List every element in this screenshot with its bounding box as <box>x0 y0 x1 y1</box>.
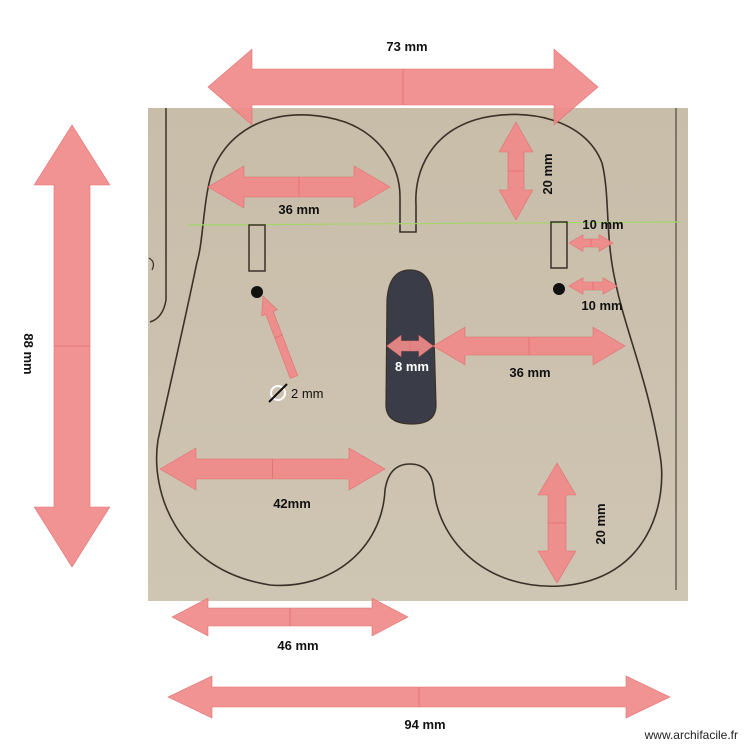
arrow-hole-diameter-seam <box>274 334 283 339</box>
label-hole-offset: 10 mm <box>581 298 622 313</box>
guide-line <box>187 221 681 226</box>
arrow-hole-diameter <box>261 295 299 379</box>
piece-outline <box>155 113 663 587</box>
watermark: www.archifacile.fr <box>644 728 738 742</box>
label-total-width: 94 mm <box>404 717 445 732</box>
label-left-height: 88 mm <box>21 333 36 374</box>
left-edge-notch <box>148 257 155 271</box>
dimension-arrows <box>33 48 671 719</box>
hole-right <box>553 283 565 295</box>
left-edge-cut <box>149 108 167 323</box>
hole-left <box>251 286 263 298</box>
diameter-icon <box>268 383 288 403</box>
label-hole-diameter: 2 mm <box>291 386 324 401</box>
label-upper-right-height: 20 mm <box>540 153 555 194</box>
rect-slot-left <box>248 224 266 272</box>
rect-slot-right <box>550 221 568 269</box>
label-upper-left-width: 36 mm <box>278 202 319 217</box>
label-rect-slot-width: 10 mm <box>582 217 623 232</box>
label-bottom-lobe-width: 46 mm <box>277 638 318 653</box>
label-center-slot-width: 8 mm <box>395 359 429 374</box>
label-lower-right-height: 20 mm <box>593 503 608 544</box>
label-center-to-edge: 36 mm <box>509 365 550 380</box>
label-lower-left-width: 42mm <box>273 496 311 511</box>
label-top-width: 73 mm <box>386 39 427 54</box>
